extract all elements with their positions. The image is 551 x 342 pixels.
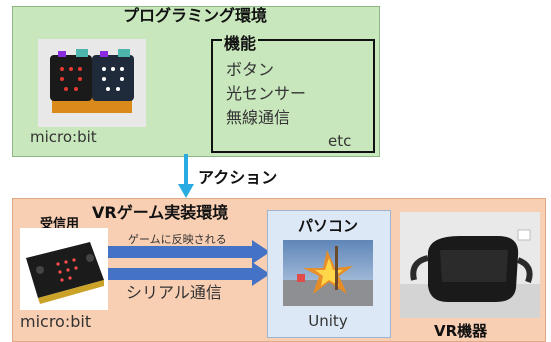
receiver-microbit-photo xyxy=(20,228,108,310)
programming-environment-title: プログラミング環境 xyxy=(122,6,267,25)
serial-communication-label: シリアル通信 xyxy=(126,283,222,302)
game-reflect-label: ゲームに反映される xyxy=(128,233,227,246)
feature-item-light-sensor: 光センサー xyxy=(226,84,307,103)
data-flow-arrows xyxy=(108,240,270,286)
features-title: 機能 xyxy=(222,30,259,54)
microbit-caption: micro:bit xyxy=(30,128,97,146)
action-arrow xyxy=(178,154,194,198)
action-label: アクション xyxy=(198,168,278,187)
pc-title: パソコン xyxy=(297,217,358,235)
feature-item-button: ボタン xyxy=(226,60,275,79)
vr-game-environment-title: VRゲーム実装環境 xyxy=(92,203,229,222)
receiver-microbit-caption: micro:bit xyxy=(20,312,92,331)
feature-item-radio: 無線通信 xyxy=(226,108,291,127)
vr-device-label: VR機器 xyxy=(434,322,488,340)
features-etc: etc xyxy=(328,132,352,150)
vr-headset-photo xyxy=(400,212,540,318)
unity-label: Unity xyxy=(308,312,348,330)
microbit-pair-photo xyxy=(38,39,146,127)
features-box xyxy=(211,39,375,153)
unity-game-screenshot xyxy=(283,240,373,306)
